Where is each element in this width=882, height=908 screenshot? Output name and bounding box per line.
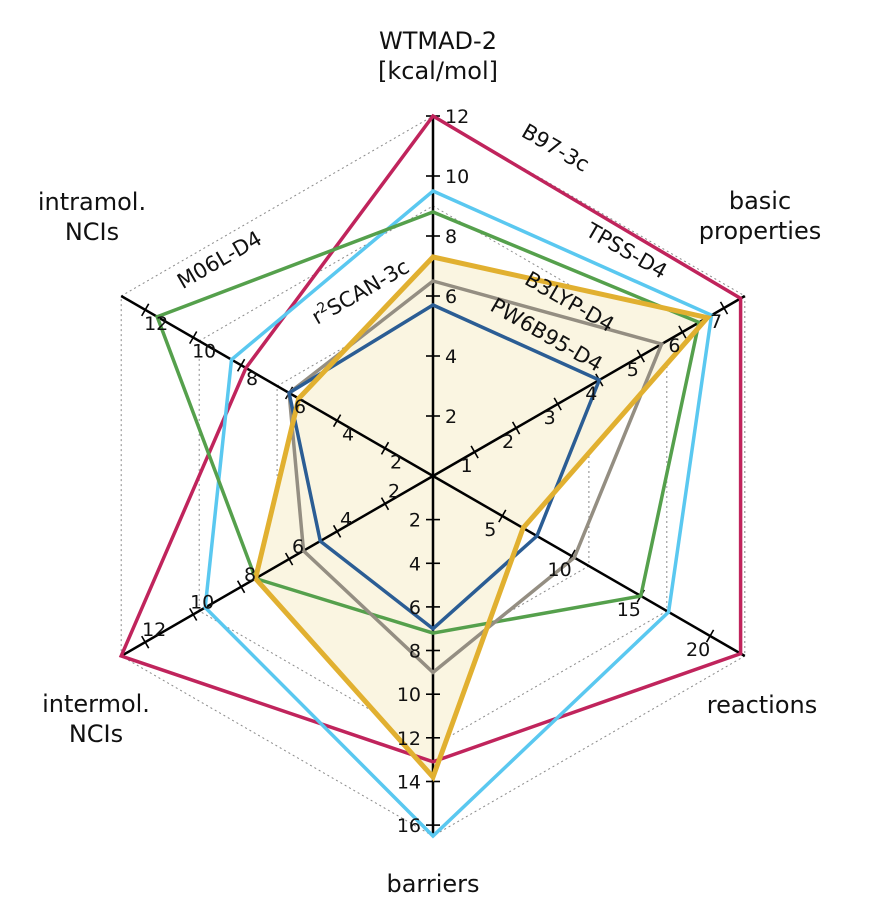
tick-label-wtmad2-10: 10 bbox=[445, 166, 469, 188]
tick-label-intermol-ncis-6: 6 bbox=[292, 536, 304, 558]
tick-label-reactions-5: 5 bbox=[484, 519, 496, 541]
tick-label-wtmad2-8: 8 bbox=[445, 226, 457, 248]
series-label-m06l: M06L-D4 bbox=[173, 226, 266, 293]
tick-label-intermol-ncis-10: 10 bbox=[190, 592, 214, 614]
axis-title-wtmad2-line-1: WTMAD-2 bbox=[379, 27, 497, 55]
tick-mark-intermol-ncis-6 bbox=[284, 552, 294, 566]
axis-title-reactions: reactions bbox=[707, 691, 817, 719]
tick-mark-intramol-ncis-2 bbox=[380, 441, 390, 455]
series-line-2 bbox=[154, 210, 702, 635]
tick-label-barriers-14: 14 bbox=[397, 772, 421, 794]
series-lines bbox=[118, 113, 743, 839]
axis-title-intramol-ncis: intramol.NCIs bbox=[38, 188, 146, 246]
tick-label-wtmad2-6: 6 bbox=[445, 286, 457, 308]
tick-label-basic-properties-4: 4 bbox=[585, 383, 597, 405]
tick-mark-basic-properties-6 bbox=[678, 325, 687, 339]
series-label-b97: B97-3c bbox=[518, 119, 594, 177]
tick-label-barriers-4: 4 bbox=[409, 553, 421, 575]
series-line-0 bbox=[118, 113, 743, 764]
tick-label-barriers-10: 10 bbox=[397, 684, 421, 706]
tick-label-reactions-15: 15 bbox=[617, 599, 641, 621]
series-line-4 bbox=[287, 303, 602, 631]
series-line-1 bbox=[203, 188, 714, 839]
axis-title-intermol-ncis-line-2: NCIs bbox=[69, 720, 123, 748]
tick-mark-reactions-5 bbox=[498, 509, 507, 523]
tick-mark-basic-properties-7 bbox=[719, 301, 729, 315]
axis-title-reactions-line-1: reactions bbox=[707, 691, 817, 719]
tick-label-basic-properties-7: 7 bbox=[710, 311, 722, 333]
tick-label-intramol-ncis-4: 4 bbox=[342, 424, 354, 446]
tick-label-basic-properties-6: 6 bbox=[668, 335, 680, 357]
tick-label-basic-properties-5: 5 bbox=[627, 359, 639, 381]
tick-label-barriers-16: 16 bbox=[397, 815, 421, 837]
tick-label-wtmad2-2: 2 bbox=[445, 406, 457, 428]
tick-mark-reactions-20 bbox=[705, 629, 715, 643]
tick-label-reactions-20: 20 bbox=[686, 639, 710, 661]
tick-labels: 2468101212345675101520246810121416246810… bbox=[142, 106, 722, 837]
tick-mark-basic-properties-3 bbox=[553, 397, 562, 411]
tick-mark-intermol-ncis-10 bbox=[189, 607, 198, 621]
tick-mark-intermol-ncis-2 bbox=[380, 497, 390, 511]
tick-label-intermol-ncis-2: 2 bbox=[388, 481, 400, 503]
tick-label-basic-properties-1: 1 bbox=[461, 455, 473, 477]
tick-label-intramol-ncis-12: 12 bbox=[144, 313, 168, 335]
tick-mark-intramol-ncis-10 bbox=[189, 331, 198, 345]
tick-mark-basic-properties-5 bbox=[636, 349, 645, 363]
axis-title-basic-properties-line-1: basic bbox=[729, 187, 791, 215]
tick-label-wtmad2-12: 12 bbox=[445, 106, 469, 128]
tick-mark-intermol-ncis-4 bbox=[332, 524, 342, 538]
axis-title-wtmad2-line-2: [kcal/mol] bbox=[378, 57, 498, 85]
tick-label-intramol-ncis-8: 8 bbox=[246, 368, 258, 390]
axis-basic-properties bbox=[432, 294, 746, 478]
tick-label-barriers-6: 6 bbox=[409, 597, 421, 619]
axis-title-barriers-line-1: barriers bbox=[386, 870, 479, 898]
tick-label-barriers-8: 8 bbox=[409, 641, 421, 663]
axes bbox=[120, 115, 746, 836]
series-line-5 bbox=[252, 254, 713, 782]
axis-intramol-ncis bbox=[120, 294, 434, 478]
axis-title-intramol-ncis-line-1: intramol. bbox=[38, 188, 146, 216]
tick-mark-intramol-ncis-12 bbox=[141, 303, 150, 317]
tick-label-basic-properties-2: 2 bbox=[502, 431, 514, 453]
axis-title-basic-properties-line-2: properties bbox=[699, 217, 821, 245]
series-fill-5 bbox=[255, 257, 708, 778]
tick-mark-intramol-ncis-8 bbox=[236, 358, 246, 372]
tick-label-intermol-ncis-4: 4 bbox=[340, 508, 352, 530]
tick-label-barriers-2: 2 bbox=[409, 510, 421, 532]
tick-mark-intermol-ncis-8 bbox=[236, 580, 246, 594]
tick-label-reactions-10: 10 bbox=[548, 559, 572, 581]
tick-label-intermol-ncis-8: 8 bbox=[244, 564, 256, 586]
tick-label-intramol-ncis-2: 2 bbox=[390, 451, 402, 473]
tick-label-intramol-ncis-10: 10 bbox=[192, 341, 216, 363]
axis-title-wtmad2: WTMAD-2[kcal/mol] bbox=[378, 27, 498, 85]
tick-mark-intermol-ncis-12 bbox=[141, 635, 150, 649]
tick-label-intramol-ncis-6: 6 bbox=[294, 396, 306, 418]
axis-title-intermol-ncis: intermol.NCIs bbox=[42, 690, 150, 748]
axis-intermol-ncis bbox=[120, 474, 434, 658]
axis-title-intramol-ncis-line-2: NCIs bbox=[65, 218, 119, 246]
series-fills bbox=[255, 257, 708, 778]
axis-title-intermol-ncis-line-1: intermol. bbox=[42, 690, 150, 718]
axis-title-barriers: barriers bbox=[386, 870, 479, 898]
tick-mark-basic-properties-1 bbox=[470, 445, 479, 459]
tick-label-wtmad2-4: 4 bbox=[445, 346, 457, 368]
tick-mark-intramol-ncis-4 bbox=[332, 414, 342, 428]
tick-label-barriers-12: 12 bbox=[397, 728, 421, 750]
tick-mark-basic-properties-2 bbox=[511, 421, 521, 435]
axis-reactions bbox=[432, 474, 746, 658]
tick-label-basic-properties-3: 3 bbox=[544, 407, 556, 429]
tick-label-intermol-ncis-12: 12 bbox=[142, 619, 166, 641]
